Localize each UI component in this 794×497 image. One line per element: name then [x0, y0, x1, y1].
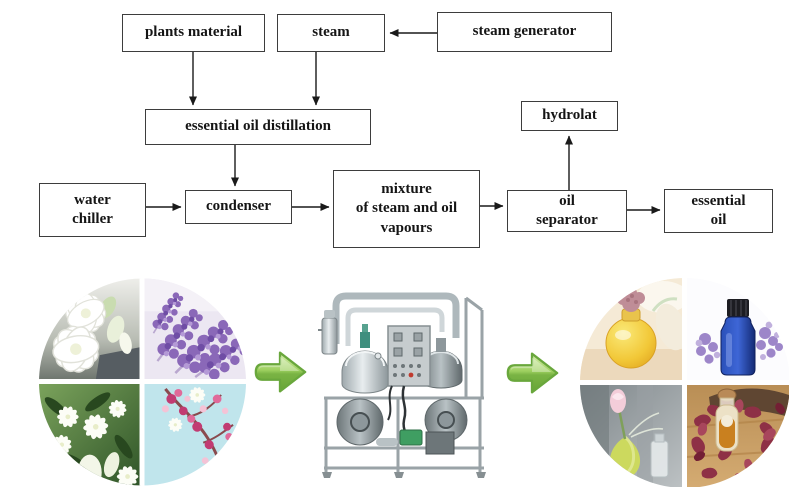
yellow-oil-bottle-photo	[580, 278, 689, 380]
rose-petals-oil-photo	[685, 384, 790, 487]
box-steam-generator: steam generator	[437, 12, 612, 52]
box-water-chiller: water chiller	[39, 183, 146, 237]
blue-bottle-photo	[686, 278, 789, 380]
box-steam: steam	[277, 14, 385, 52]
box-hydrolat: hydrolat	[521, 101, 618, 131]
flowers-collage-image	[38, 278, 247, 486]
oil-products-collage-image	[580, 278, 790, 488]
distillation-machine-image	[318, 292, 486, 478]
box-mixture-of-steam-and-oil-vapours: mixture of steam and oil vapours	[333, 170, 480, 248]
jasmine-photo	[38, 383, 141, 486]
box-oil-separator: oil separator	[507, 190, 627, 232]
lavender-photo	[144, 278, 247, 392]
box-essential-oil: essential oil	[664, 189, 773, 233]
blossom-photo	[144, 383, 247, 486]
control-panel	[387, 325, 431, 387]
green-arrow-icon	[254, 351, 307, 393]
box-essential-oil-distillation: essential oil distillation	[145, 109, 371, 145]
box-condenser: condenser	[185, 190, 292, 224]
gardenia-photo	[38, 278, 141, 384]
vase-diffuser-photo	[580, 384, 682, 487]
box-plants-material: plants material	[122, 14, 265, 52]
green-arrow-icon	[506, 352, 559, 394]
